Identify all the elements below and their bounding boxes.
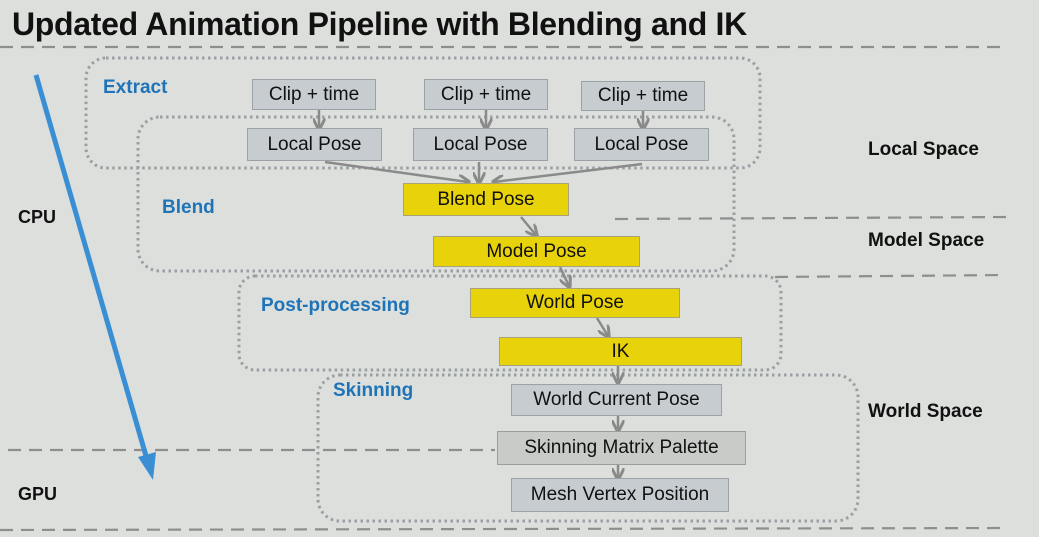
clip-time-node-2: Clip + time [424,79,548,110]
local-pose-node-1: Local Pose [247,128,382,161]
space-label-local: Local Space [868,139,979,160]
clip-time-node-3: Clip + time [581,81,705,111]
local-pose-node-2: Local Pose [413,128,548,161]
page-title: Updated Animation Pipeline with Blending… [12,6,747,42]
skinning-stage-box [316,373,860,523]
connector-local1-blend [324,160,468,182]
space-label-world: World Space [868,401,983,422]
cpu-to-gpu-arrow [33,74,156,480]
blend-pose-node: Blend Pose [403,183,569,216]
world-pose-node: World Pose [470,288,680,318]
connector-local3-blend [494,162,643,182]
local-pose-node-3: Local Pose [574,128,709,161]
model-pose-node: Model Pose [433,236,640,267]
stage-label-post-processing: Post-processing [261,295,410,316]
world-current-pose-node: World Current Pose [511,384,722,416]
connector-blend-model [520,216,536,235]
mesh-vertex-position-node: Mesh Vertex Position [511,478,729,512]
post-processing-stage-box [237,274,783,372]
blend-stage-box [136,115,736,273]
clip-time-node-1: Clip + time [252,79,376,110]
cpu-label: CPU [18,207,57,227]
stage-label-extract: Extract [103,77,168,98]
gpu-label: GPU [18,484,58,504]
separator-local-model [614,215,1009,221]
separator-bottom [0,526,1009,532]
ik-node: IK [499,337,742,366]
space-label-model: Model Space [868,230,985,251]
connector-world-ik [595,317,608,336]
stage-label-skinning: Skinning [333,380,414,401]
connector-model-world [558,266,569,286]
separator-model-world [774,273,1006,279]
skinning-matrix-palette-node: Skinning Matrix Palette [497,431,746,465]
stage-label-blend: Blend [162,197,215,218]
